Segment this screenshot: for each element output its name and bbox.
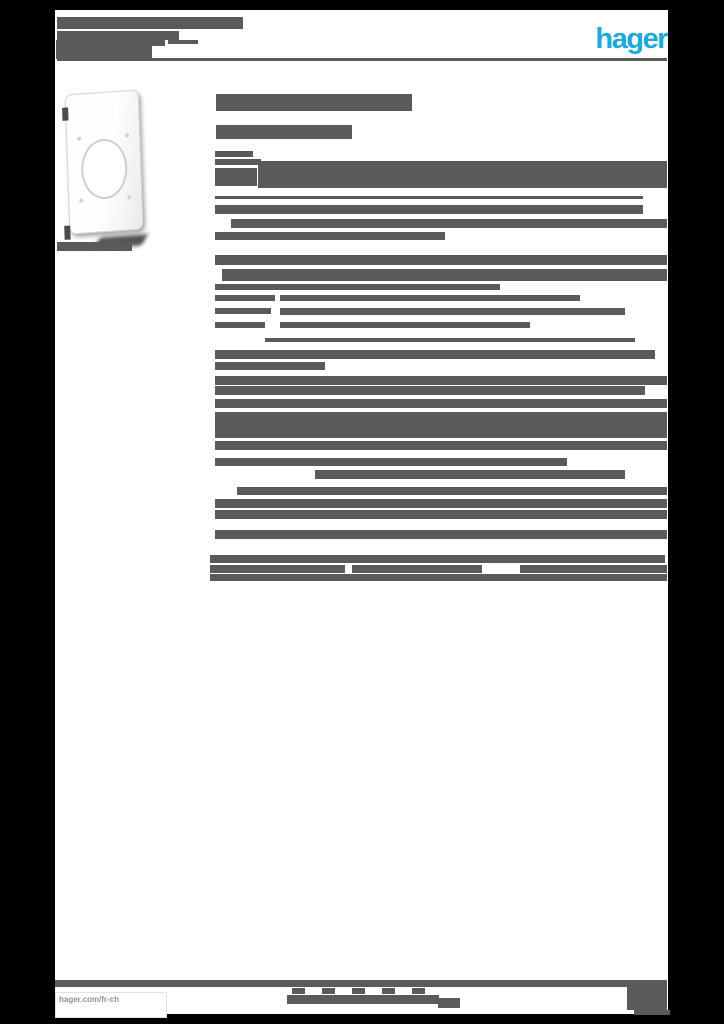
spec-table-lines-blob — [210, 565, 345, 573]
spec-table-lines-blob — [215, 232, 445, 240]
product-title-lines-blob — [216, 94, 412, 111]
screw-hole-icon — [125, 133, 130, 138]
spec-table-lines-blob — [315, 470, 625, 479]
spec-table-lines-blob — [520, 565, 667, 573]
spec-table-lines-blob — [215, 205, 643, 214]
spec-table-lines-blob — [265, 338, 635, 342]
footer-center-marks-blob — [382, 988, 395, 994]
footer-website-box: hager.com/fr-ch — [55, 992, 167, 1018]
spec-table-lines-blob — [215, 441, 667, 450]
footer-center-marks-blob — [292, 988, 305, 994]
product-image — [62, 88, 148, 249]
spec-table-lines-blob — [215, 350, 655, 359]
spec-table-lines-blob — [222, 269, 667, 281]
plate-shadow — [93, 234, 148, 249]
datasheet-page: hager hager.com/fr-ch — [55, 10, 670, 1018]
footer-center-marks-blob — [412, 988, 425, 994]
footer-website-text: hager.com/fr-ch — [59, 995, 120, 1004]
header-lines-blob — [168, 40, 198, 44]
spec-table-lines-blob — [258, 161, 667, 188]
header-lines-blob — [57, 31, 179, 40]
plate-fixing-claw — [62, 107, 69, 121]
screw-hole-icon — [79, 198, 84, 203]
rules-blob — [57, 58, 667, 61]
spec-table-lines-blob — [280, 308, 625, 315]
spec-table-lines-blob — [215, 196, 643, 199]
screw-hole-icon — [127, 195, 132, 200]
spec-table-lines-blob — [215, 308, 271, 314]
hager-logo: hager — [595, 23, 669, 55]
spec-table-lines-blob — [210, 555, 665, 563]
spec-table-lines-blob — [215, 295, 275, 301]
spec-table-lines-blob — [280, 322, 530, 328]
plate-fixing-claw — [64, 225, 71, 240]
footer-center-marks-blob — [287, 995, 439, 1004]
spec-table-lines-blob — [215, 362, 325, 370]
spec-table-lines-blob — [352, 565, 482, 573]
cover-plate-drawing — [62, 89, 148, 249]
footer-center-marks-blob — [352, 988, 365, 994]
product-title-lines-blob — [216, 125, 352, 139]
spec-table-lines-blob — [215, 458, 567, 466]
header-lines-blob — [56, 40, 152, 59]
spec-table-lines-blob — [215, 284, 500, 290]
spec-table-lines-blob — [215, 168, 257, 186]
header-lines-blob — [57, 17, 243, 29]
footer-center-marks-blob — [322, 988, 335, 994]
spec-table-lines-blob — [215, 159, 261, 165]
rules-blob — [55, 980, 667, 987]
spec-table-lines-blob — [215, 510, 667, 519]
spec-table-lines-blob — [215, 255, 667, 265]
plate-oval-cutout — [80, 137, 129, 201]
spec-table-lines-blob — [215, 151, 253, 157]
spec-table-lines-blob — [215, 322, 265, 328]
footer-right-block-blob — [634, 1010, 670, 1015]
spec-table-lines-blob — [237, 487, 667, 495]
spec-table-lines-blob — [215, 499, 667, 508]
spec-table-lines-blob — [231, 219, 667, 228]
spec-table-lines-blob — [215, 399, 667, 408]
footer-right-block-blob — [627, 987, 667, 1010]
spec-table-lines-blob — [215, 530, 667, 539]
spec-table-lines-blob — [215, 412, 667, 438]
spec-table-lines-blob — [280, 295, 580, 301]
header-lines-blob — [152, 38, 165, 46]
footer-center-marks-blob — [438, 998, 460, 1008]
screw-hole-icon — [77, 136, 82, 141]
spec-table-lines-blob — [215, 386, 645, 395]
spec-table-lines-blob — [215, 376, 667, 385]
spec-table-lines-blob — [210, 574, 667, 581]
